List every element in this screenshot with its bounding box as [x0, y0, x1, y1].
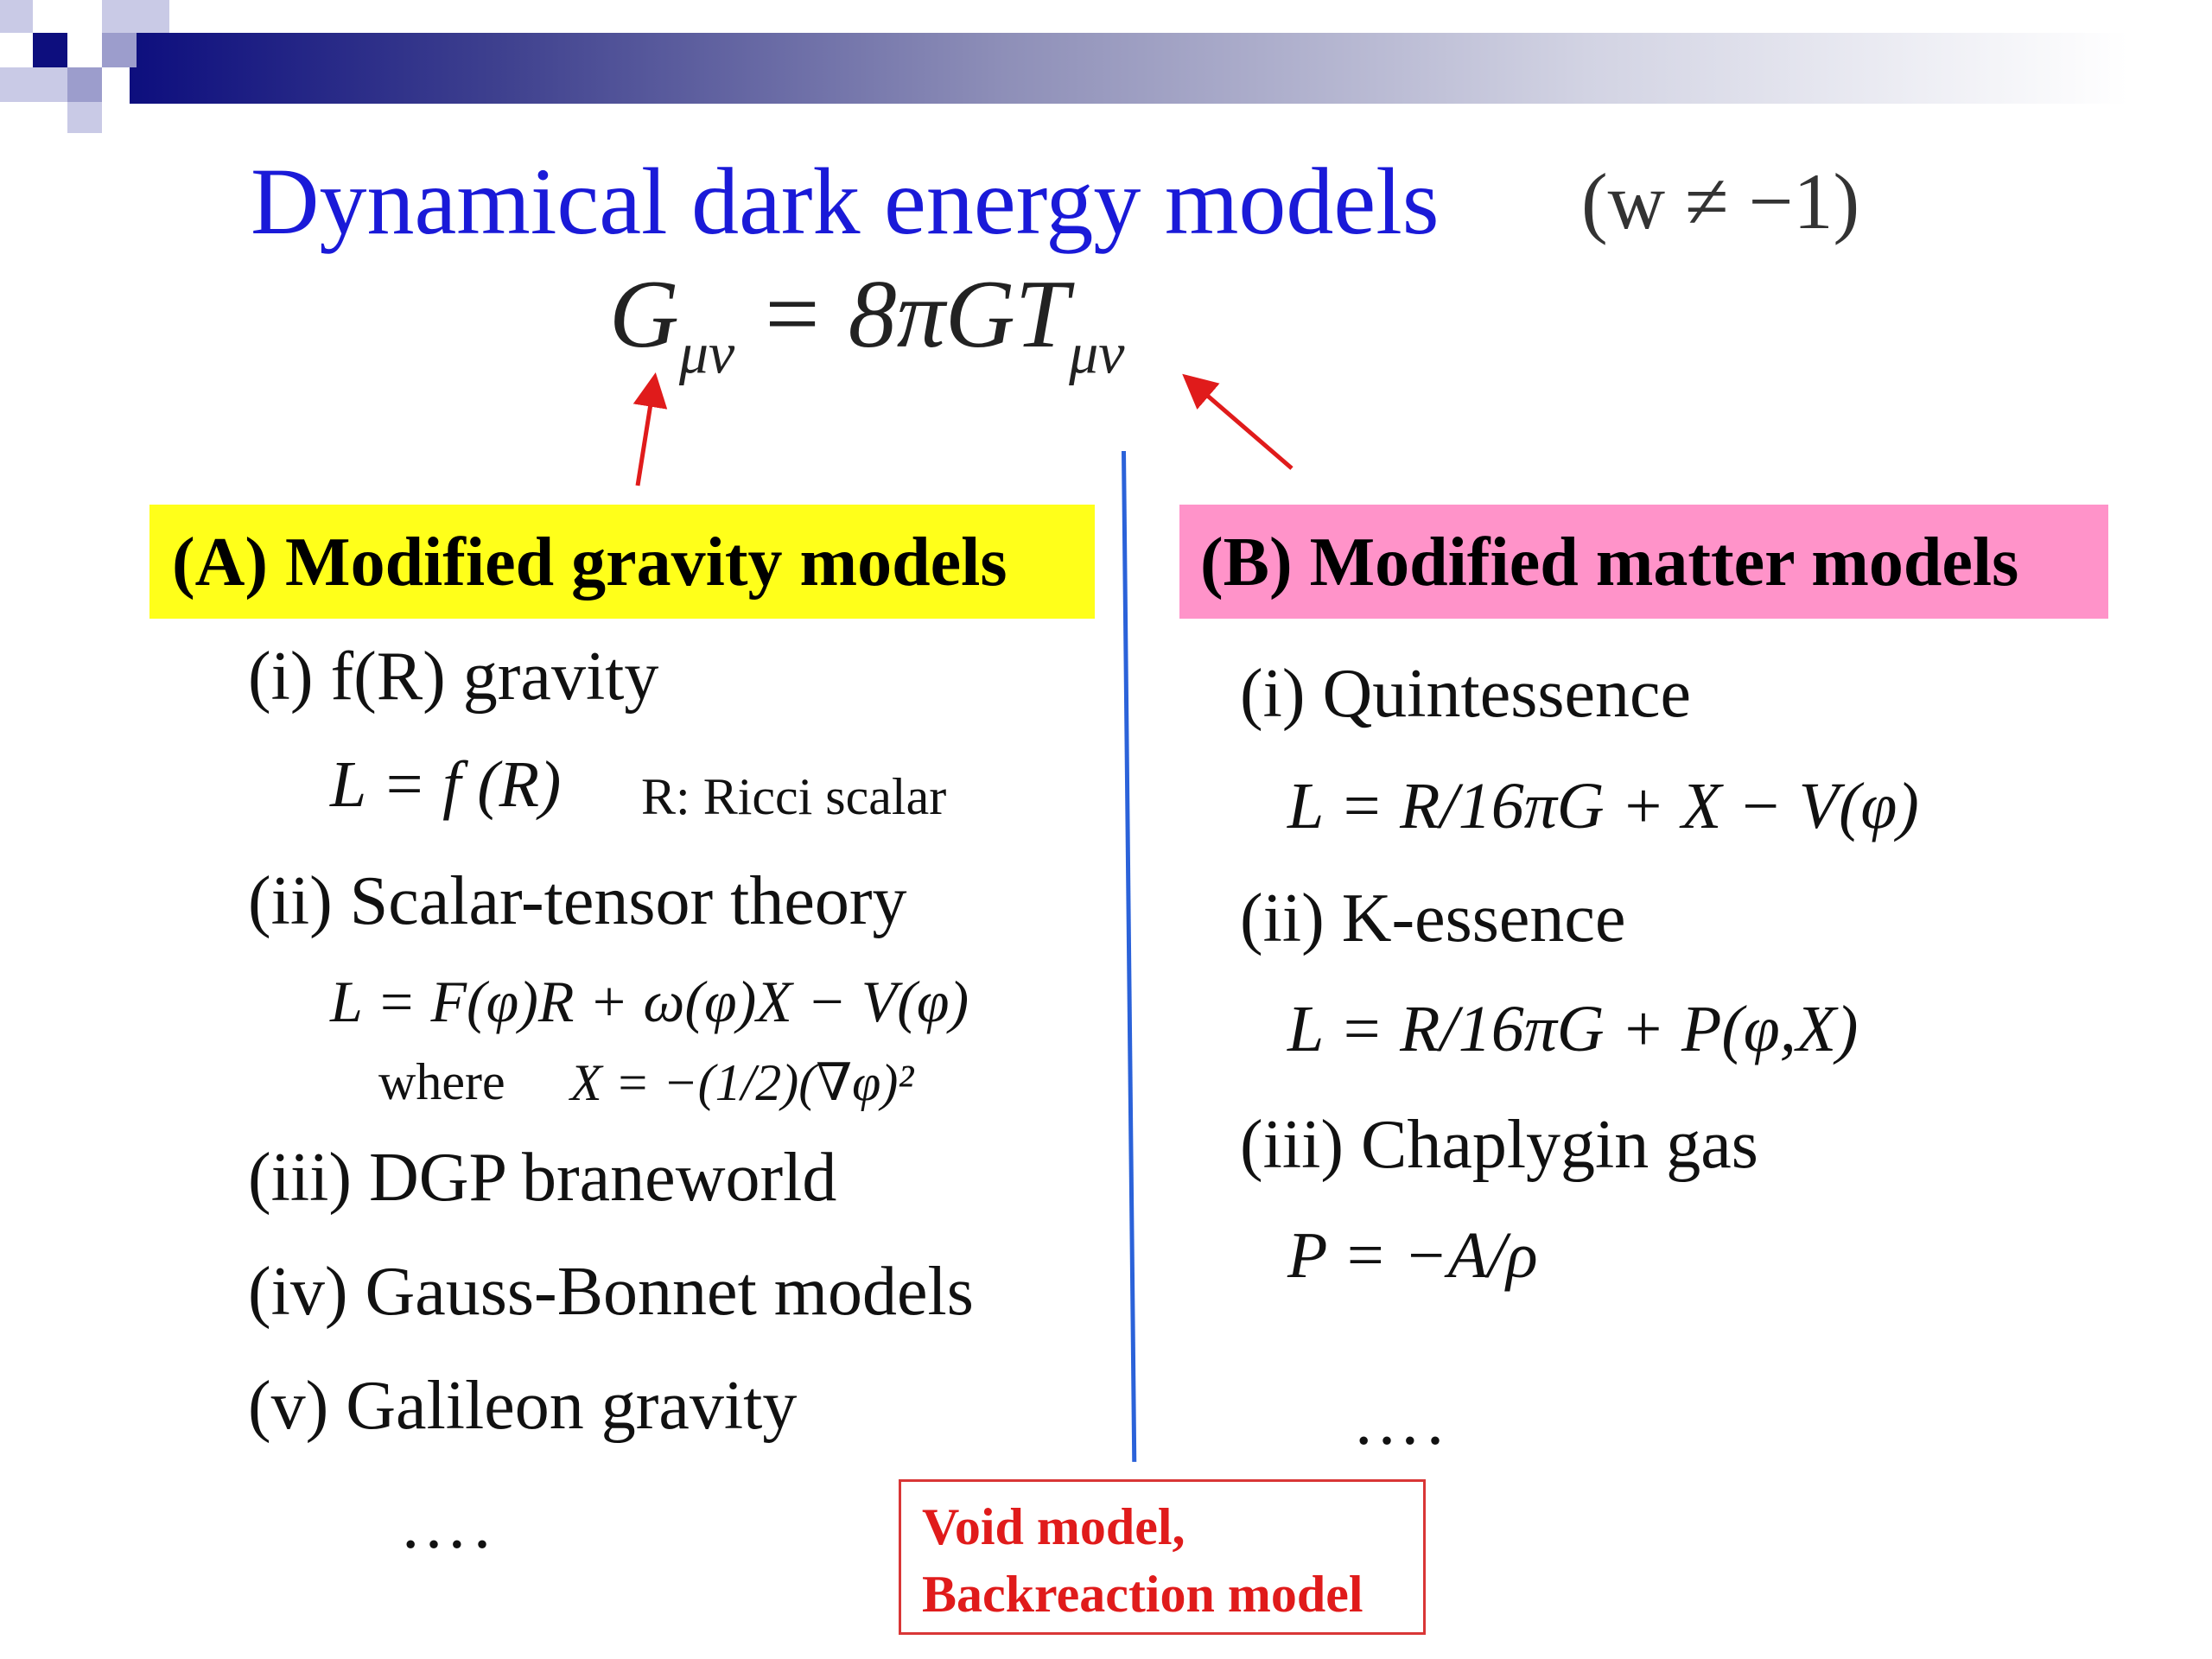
decor-square-light — [67, 102, 102, 133]
arrow-to-matter — [1182, 373, 1294, 470]
slide-title: Dynamical dark energy models — [251, 149, 1440, 254]
list-item-quintessence: (i) Quintessence — [1240, 656, 1692, 732]
decor-square-light — [102, 0, 169, 33]
equation-rhs: = 8πGT — [734, 261, 1070, 368]
einstein-equation: Gμν = 8πGTμν — [609, 259, 1124, 388]
left-ellipsis: …. — [399, 1487, 496, 1563]
formula-chaplygin-pressure: P = −A/ρ — [1287, 1219, 1538, 1292]
decor-square-mid — [67, 67, 102, 102]
where-label: where — [378, 1053, 505, 1110]
list-item-fr-gravity: (i) f(R) gravity — [248, 639, 659, 715]
formula-kinetic-term: X = −(1/2)(∇φ)² — [570, 1054, 914, 1111]
list-item-chaplygin-gas: (iii) Chaplygin gas — [1240, 1107, 1758, 1183]
list-item-dgp-braneworld: (iii) DGP braneworld — [248, 1140, 837, 1216]
arrow-to-geometry — [632, 372, 668, 486]
list-item-k-essence: (ii) K-essence — [1240, 880, 1626, 957]
formula-k-essence-lagrangian: L = R/16πG + P(φ,X) — [1287, 993, 1859, 1065]
void-model-label: Void model, — [922, 1498, 1185, 1555]
equation-lhs: G — [609, 261, 679, 368]
list-item-gauss-bonnet: (iv) Gauss-Bonnet models — [248, 1254, 974, 1330]
equation-rhs-subscript: μν — [1069, 320, 1125, 386]
right-ellipsis: …. — [1352, 1383, 1449, 1459]
void-backreaction-box: Void model, Backreaction model — [899, 1479, 1426, 1635]
equation-lhs-subscript: μν — [678, 320, 735, 386]
modified-gravity-heading: (A) Modified gravity models — [172, 524, 1007, 601]
list-item-scalar-tensor: (ii) Scalar-tensor theory — [248, 863, 907, 939]
list-item-galileon: (v) Galileon gravity — [248, 1368, 798, 1444]
formula-fr-lagrangian: L = f (R) — [330, 748, 562, 821]
formula-quintessence-lagrangian: L = R/16πG + X − V(φ) — [1287, 770, 1919, 842]
modified-matter-heading-box: (B) Modified matter models — [1179, 505, 2108, 619]
equation-of-state-condition: (w ≠ −1) — [1581, 157, 1860, 245]
formula-scalar-tensor-lagrangian: L = F(φ)R + ω(φ)X − V(φ) — [330, 969, 969, 1034]
backreaction-model-label: Backreaction model — [922, 1566, 1363, 1623]
decor-square-light — [0, 67, 67, 102]
decor-square-light — [0, 0, 33, 33]
decor-square-mid — [102, 33, 137, 67]
ricci-scalar-note: R: Ricci scalar — [641, 768, 947, 825]
decor-square-navy — [33, 33, 67, 67]
header-gradient-band — [130, 33, 2212, 104]
modified-gravity-heading-box: (A) Modified gravity models — [149, 505, 1095, 619]
modified-matter-heading: (B) Modified matter models — [1200, 524, 2019, 601]
